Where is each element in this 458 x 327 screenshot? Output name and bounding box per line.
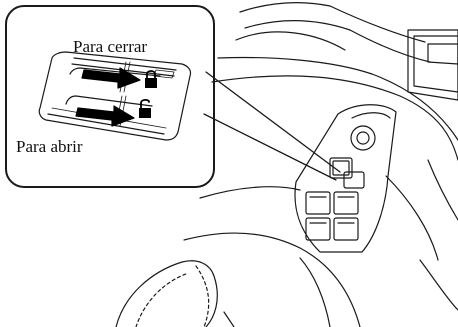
callout-box	[6, 6, 214, 187]
switch-plate-zoomed	[39, 52, 190, 140]
unlocked-padlock-icon	[139, 100, 151, 118]
seat	[116, 261, 234, 327]
vent-panel	[408, 30, 458, 100]
callout-leader	[204, 72, 340, 180]
close-label: Para cerrar	[73, 38, 147, 55]
open-label: Para abrir	[16, 138, 83, 155]
open-arrow	[76, 106, 134, 126]
lock-switch-small	[330, 158, 364, 188]
door-trim-lines	[212, 3, 458, 327]
armrest-panel	[184, 105, 438, 327]
mirror-control-knob	[351, 126, 375, 150]
window-switches	[306, 192, 358, 240]
